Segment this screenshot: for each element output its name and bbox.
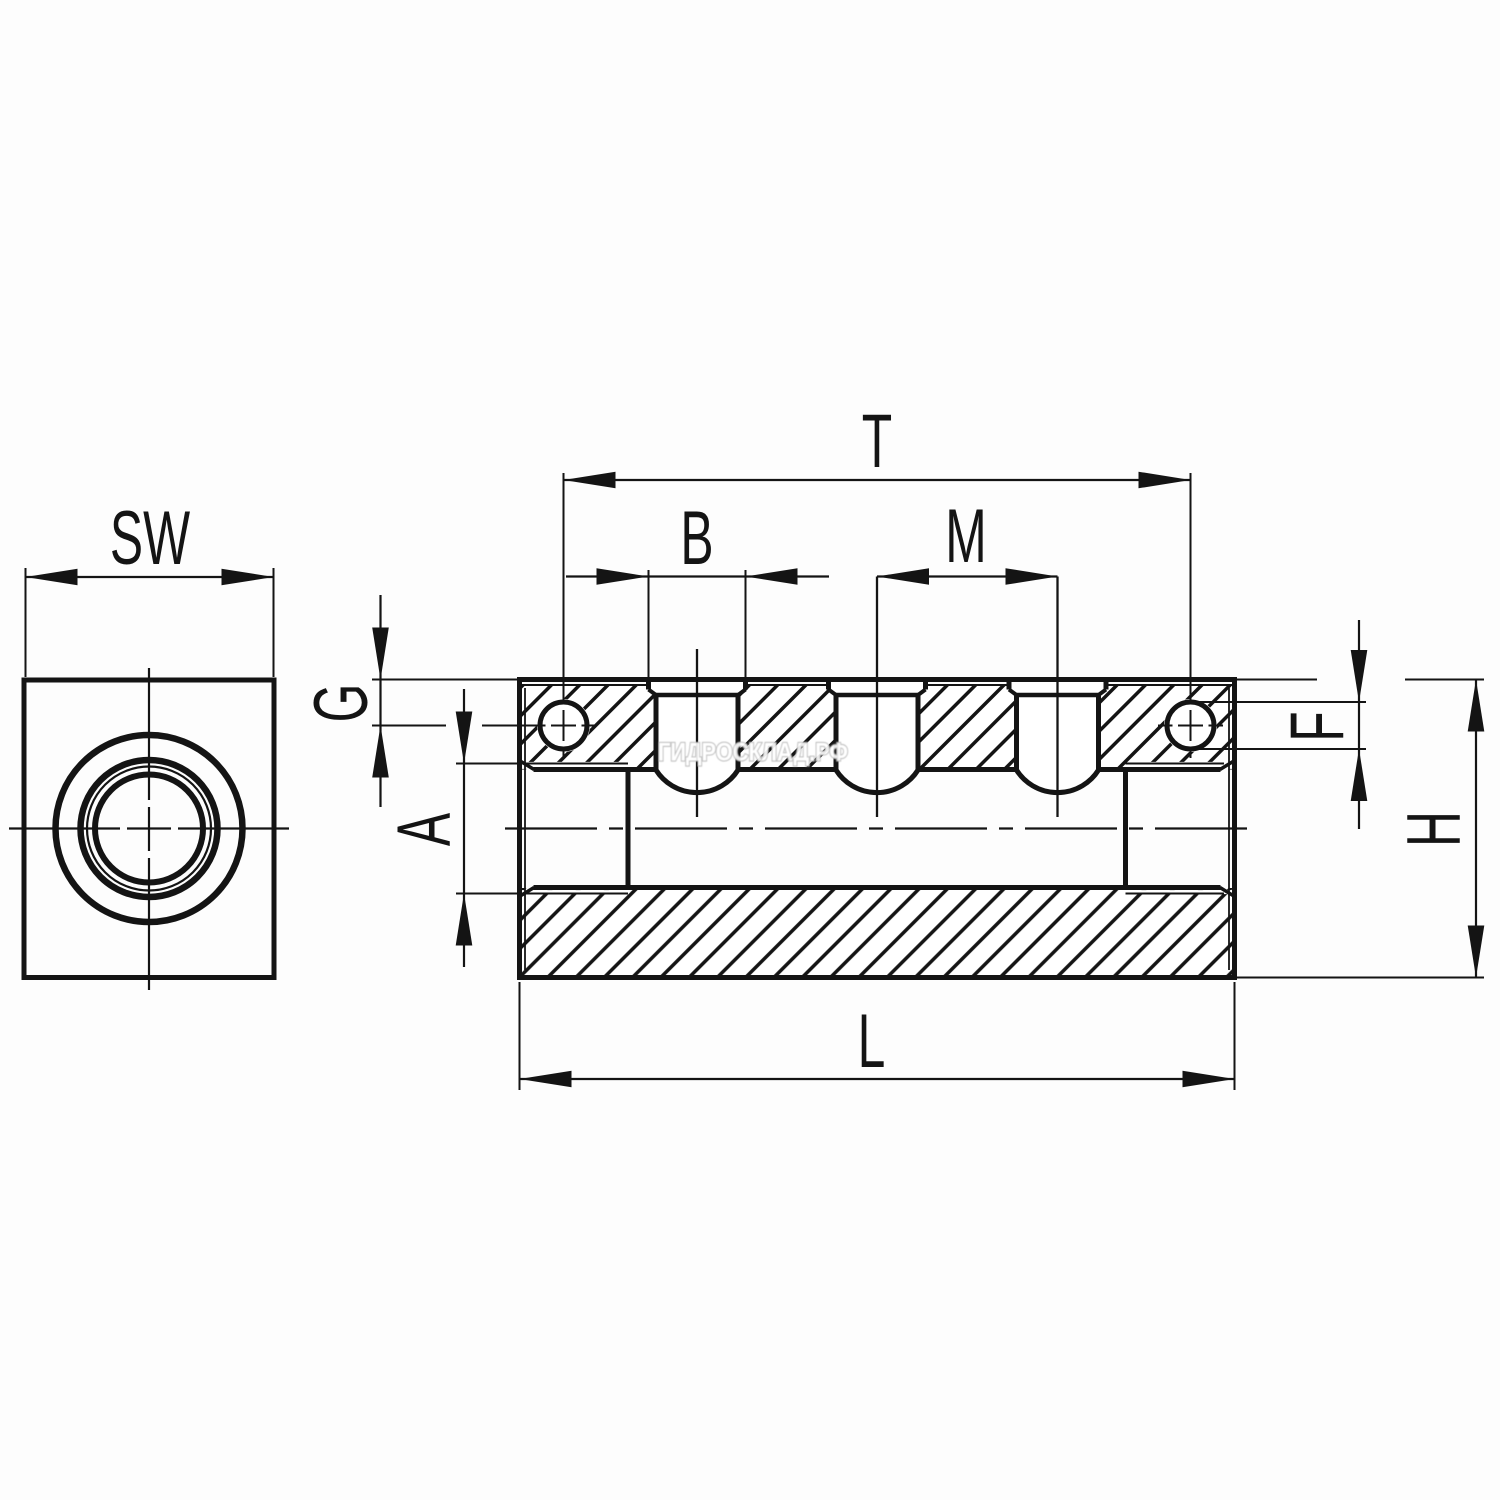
svg-text:ГИДРОСКЛАД.РФ: ГИДРОСКЛАД.РФ bbox=[658, 739, 848, 767]
svg-text:L: L bbox=[858, 998, 886, 1083]
svg-text:SW: SW bbox=[110, 495, 190, 580]
svg-text:ГИДРОСКЛАД.РФ: ГИДРОСКЛАД.РФ bbox=[658, 739, 848, 767]
svg-text:G: G bbox=[298, 684, 383, 723]
svg-text:H: H bbox=[1391, 811, 1476, 847]
svg-text:A: A bbox=[381, 813, 466, 846]
svg-text:B: B bbox=[680, 495, 713, 580]
svg-text:T: T bbox=[862, 398, 892, 483]
svg-text:F: F bbox=[1274, 711, 1359, 741]
svg-text:M: M bbox=[945, 493, 986, 578]
